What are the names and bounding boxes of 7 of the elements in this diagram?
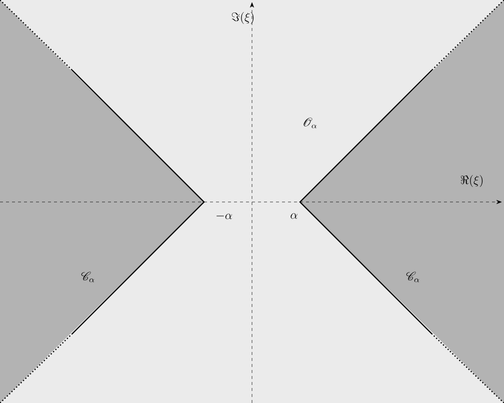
- region-label: $\mathscr{C}_\alpha$: [406, 272, 420, 282]
- axis-label: $\Re(\xi)$: [460, 175, 483, 187]
- region-label: $\mathscr{C}_\alpha$: [81, 272, 94, 282]
- region-label: $\mathscr{O}_\alpha$: [304, 118, 317, 128]
- tick-label: $-\alpha$: [216, 214, 232, 220]
- axis-label: $\Im(\xi)$: [232, 12, 254, 24]
- tick-label: $\alpha$: [290, 213, 298, 219]
